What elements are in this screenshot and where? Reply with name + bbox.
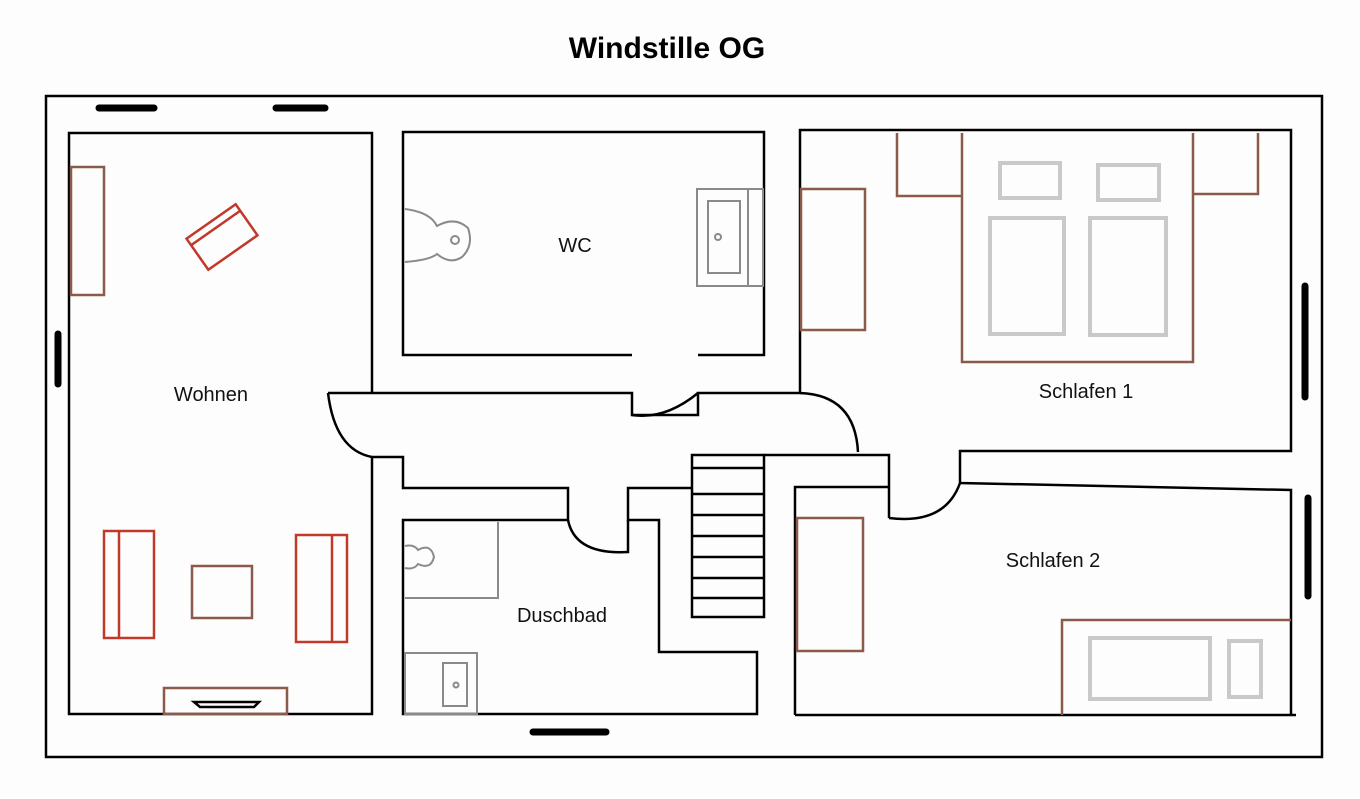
door-schlafen1-arc	[799, 391, 860, 453]
windows	[54, 104, 1312, 736]
nightstand-right	[1193, 133, 1260, 196]
room-wohnen: Wohnen	[67, 131, 374, 716]
toilet-icon	[404, 208, 471, 263]
wc-sink-basin	[707, 200, 741, 274]
door-wohnen-arc	[326, 392, 373, 459]
schlafen1-wardrobe	[799, 187, 867, 332]
armchair-icon	[184, 202, 260, 272]
single-mattress	[1088, 636, 1212, 701]
hallway	[326, 128, 1296, 717]
shower-area	[405, 522, 499, 599]
tv-icon	[190, 700, 263, 709]
toilet-icon	[404, 544, 436, 570]
mattress-right	[1088, 216, 1168, 337]
duschbad-sink-basin	[442, 662, 468, 707]
door-schlafen2-arc	[888, 482, 962, 521]
room-wc: WC	[401, 130, 766, 357]
duschbad-sink-cabinet	[404, 652, 478, 715]
pillow-right-icon	[1096, 163, 1161, 202]
outer-wall	[44, 94, 1324, 759]
room-schlafen2: Schlafen 2	[795, 516, 1291, 715]
door-duschbad-arc	[566, 519, 630, 554]
room-label-schlafen1: Schlafen 1	[1039, 381, 1134, 403]
coffee-table	[190, 564, 254, 620]
staircase	[690, 453, 766, 619]
wc-sink-cabinet	[696, 188, 764, 287]
wohnen-shelf	[69, 165, 106, 297]
room-label-schlafen2: Schlafen 2	[1006, 550, 1101, 572]
tv-stand	[162, 686, 289, 716]
door-wc-arc	[631, 392, 699, 417]
pillow-icon	[1227, 639, 1263, 699]
sofa-left-icon	[102, 529, 156, 640]
double-bed-frame	[960, 133, 1195, 364]
sofa-right-icon	[294, 533, 349, 644]
schlafen2-wardrobe	[795, 516, 865, 653]
room-label-wohnen: Wohnen	[174, 384, 248, 406]
single-bed-frame	[1060, 618, 1291, 715]
plan-title: Windstille OG	[569, 32, 765, 65]
nightstand-left	[895, 133, 962, 198]
room-schlafen1: Schlafen 1	[799, 133, 1260, 403]
room-label-wc: WC	[558, 235, 591, 257]
room-duschbad: Duschbad	[404, 522, 607, 715]
room-label-duschbad: Duschbad	[517, 605, 607, 627]
mattress-left	[988, 216, 1066, 336]
pillow-left-icon	[998, 161, 1062, 200]
